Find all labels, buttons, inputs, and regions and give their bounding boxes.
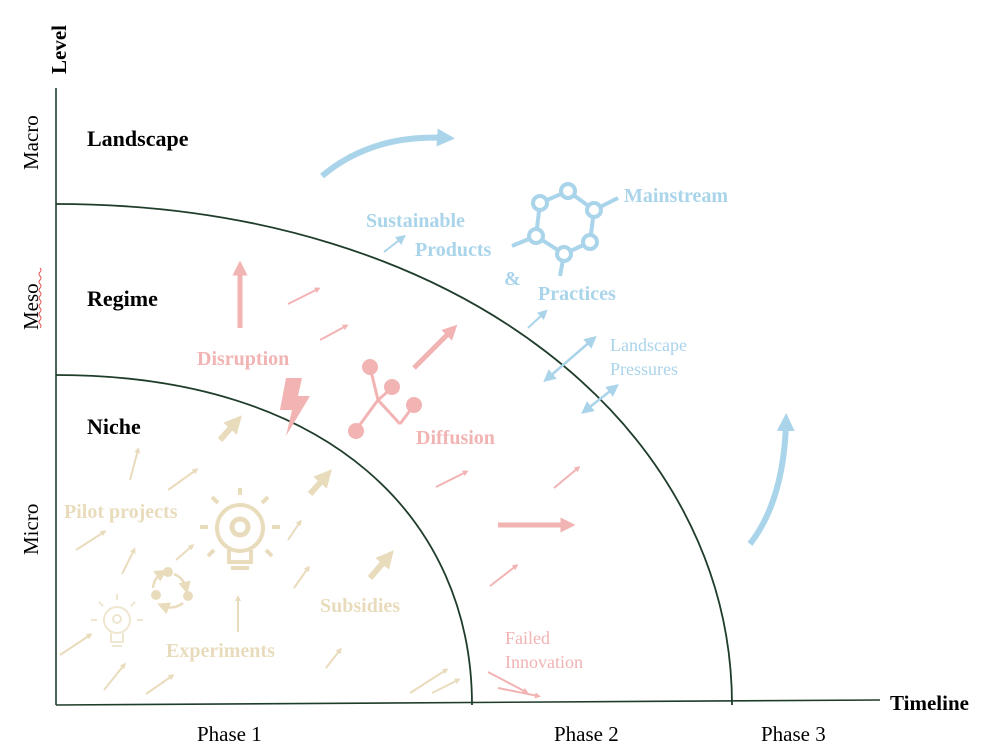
- landscape-pressure-arrows: [543, 335, 619, 414]
- landscape-thin-arrows: [383, 234, 548, 329]
- level-micro: Micro: [19, 504, 43, 555]
- niche-boundary: [55, 374, 473, 706]
- subsidies-label: Subsidies: [320, 595, 400, 617]
- lightbulb-gear-icon: [200, 488, 280, 570]
- mainstream-label: Mainstream: [624, 185, 728, 207]
- zone-niche-label: Niche: [87, 414, 141, 439]
- x-axis: [55, 699, 881, 706]
- practices-label: Practices: [538, 283, 616, 305]
- landscape-curved-arrow-right: [747, 413, 795, 546]
- disruption-label: Disruption: [197, 348, 289, 370]
- zone-landscape-label: Landscape: [87, 126, 189, 151]
- y-axis-title: Level: [47, 25, 71, 74]
- small-lightbulb-icon: [91, 594, 143, 647]
- pilot-projects-label: Pilot projects: [64, 501, 178, 523]
- failed-label: Failed: [505, 628, 550, 648]
- phase-3-label: Phase 3: [761, 722, 826, 746]
- diffusion-network-icon: [348, 359, 422, 439]
- niche-thin-arrows: [59, 447, 461, 695]
- experiments-label: Experiments: [166, 640, 275, 662]
- ampersand-label: &: [504, 268, 521, 290]
- phase-1-label: Phase 1: [197, 722, 262, 746]
- landscape-curved-arrow-top: [320, 128, 455, 179]
- regime-thick-arrows: [232, 260, 576, 533]
- landscape-pressures-line2: Pressures: [610, 359, 678, 379]
- landscape-pressures-line1: Landscape: [610, 335, 687, 355]
- diffusion-label: Diffusion: [416, 427, 495, 449]
- regime-thin-arrows: [287, 287, 581, 699]
- cycle-icon: [151, 567, 193, 615]
- mainstream-network-icon: [511, 182, 619, 277]
- phase-2-label: Phase 2: [554, 722, 619, 746]
- lightning-icon: [280, 378, 310, 436]
- innovation-label: Innovation: [505, 652, 583, 672]
- level-macro: Macro: [19, 115, 43, 170]
- products-label: Products: [415, 239, 492, 261]
- sustainable-label: Sustainable: [366, 210, 465, 232]
- niche-thick-arrows: [217, 415, 394, 580]
- x-axis-title: Timeline: [890, 691, 969, 715]
- zone-regime-label: Regime: [87, 286, 158, 311]
- regime-boundary: [55, 203, 733, 706]
- meso-spellcheck-underline: [38, 267, 42, 329]
